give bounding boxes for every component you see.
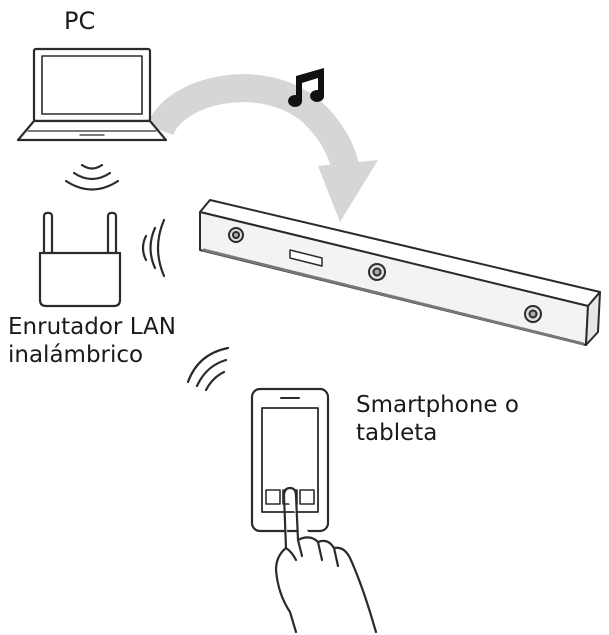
- wifi-waves-icon: [186, 346, 230, 392]
- hand-icon: [274, 486, 378, 634]
- router-label-line1: Enrutador LAN: [8, 314, 176, 340]
- soundbar-icon: [199, 199, 601, 346]
- wifi-waves-icon: [141, 218, 166, 278]
- router-label: Enrutador LAN inalámbrico: [8, 313, 176, 369]
- pc-label: PC: [64, 7, 96, 35]
- router-icon: [38, 211, 122, 308]
- device-label-line1: Smartphone o: [356, 392, 519, 418]
- device-label: Smartphone o tableta: [356, 391, 519, 447]
- device-label-line2: tableta: [356, 420, 438, 446]
- router-label-line2: inalámbrico: [8, 342, 144, 368]
- wifi-waves-icon: [64, 163, 120, 191]
- music-note-icon: [288, 68, 325, 107]
- smartphone-icon: [250, 387, 330, 533]
- curved-arrow-icon: [146, 74, 378, 222]
- laptop-icon: [16, 47, 168, 142]
